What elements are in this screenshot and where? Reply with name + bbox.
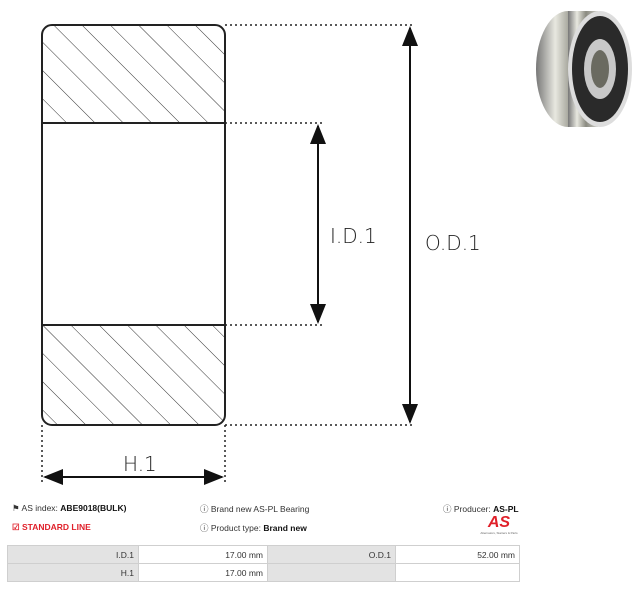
- info-icon: ⓘ: [443, 504, 452, 514]
- standard-line-badge: ☑ STANDARD LINE: [12, 522, 91, 532]
- h-label: H.1: [123, 452, 157, 476]
- producer: ⓘ Producer: AS-PL: [443, 504, 519, 514]
- tag-icon: ⚑: [12, 503, 20, 513]
- bearing-photo: [536, 11, 632, 127]
- checkbox-icon: ☑: [12, 522, 20, 532]
- as-index: ⚑ AS index: ABE9018(BULK): [12, 503, 127, 513]
- dimension-arrows: [43, 25, 418, 485]
- bearing-dimension-diagram: [41, 24, 418, 485]
- id-label: I.D.1: [330, 224, 377, 248]
- description: ⓘ Brand new AS-PL Bearing: [200, 504, 310, 514]
- od-label: O.D.1: [425, 231, 481, 255]
- bearing-cross-section: [41, 24, 226, 426]
- info-icon: ⓘ: [200, 523, 209, 533]
- extension-lines: [41, 24, 414, 482]
- as-pl-logo: AS Alternators, Starters & Parts: [480, 514, 518, 536]
- info-icon: ⓘ: [200, 504, 209, 514]
- product-type: ⓘ Product type: Brand new: [200, 523, 307, 533]
